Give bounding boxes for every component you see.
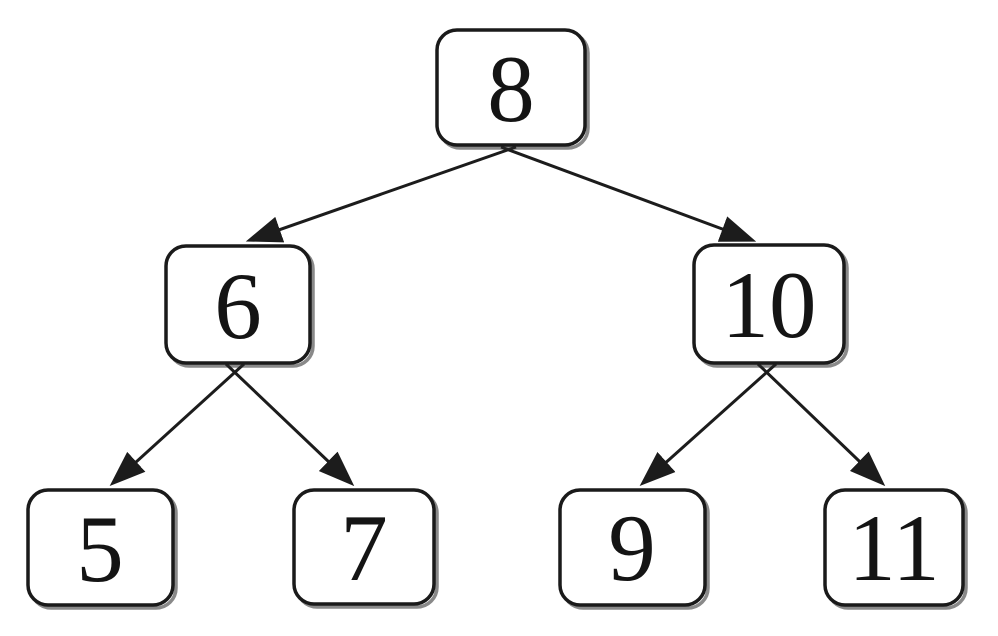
tree-node-9: 9	[558, 488, 710, 610]
node-label-10: 10	[722, 252, 817, 358]
edge-6-to-5	[109, 362, 246, 487]
tree-node-7: 7	[292, 488, 439, 609]
tree-node-6: 6	[164, 244, 315, 368]
node-label-7: 7	[340, 495, 388, 601]
node-box-5	[26, 488, 175, 607]
node-box-10	[692, 243, 846, 365]
tree-node-8: 8	[435, 28, 590, 150]
edge-10-to-11	[756, 362, 886, 487]
tree-node-10: 10	[692, 243, 849, 368]
edge-10-to-9	[639, 362, 778, 487]
tree-node-5: 5	[26, 488, 178, 610]
tree-edges	[109, 145, 886, 487]
node-label-11: 11	[848, 495, 939, 601]
edge-8-to-6	[245, 145, 517, 243]
tree-nodes: 8 6 10 5 7	[26, 28, 968, 610]
node-box-7	[292, 488, 436, 606]
edge-8-to-10	[500, 145, 757, 242]
tree-node-11: 11	[823, 488, 968, 610]
node-label-8: 8	[487, 36, 535, 142]
node-box-9	[558, 488, 707, 607]
node-box-11	[823, 488, 965, 607]
node-box-6	[164, 244, 312, 365]
edge-6-to-7	[224, 362, 355, 487]
node-label-5: 5	[76, 496, 124, 602]
node-label-6: 6	[214, 253, 262, 359]
node-box-8	[435, 28, 587, 147]
node-label-9: 9	[608, 495, 656, 601]
